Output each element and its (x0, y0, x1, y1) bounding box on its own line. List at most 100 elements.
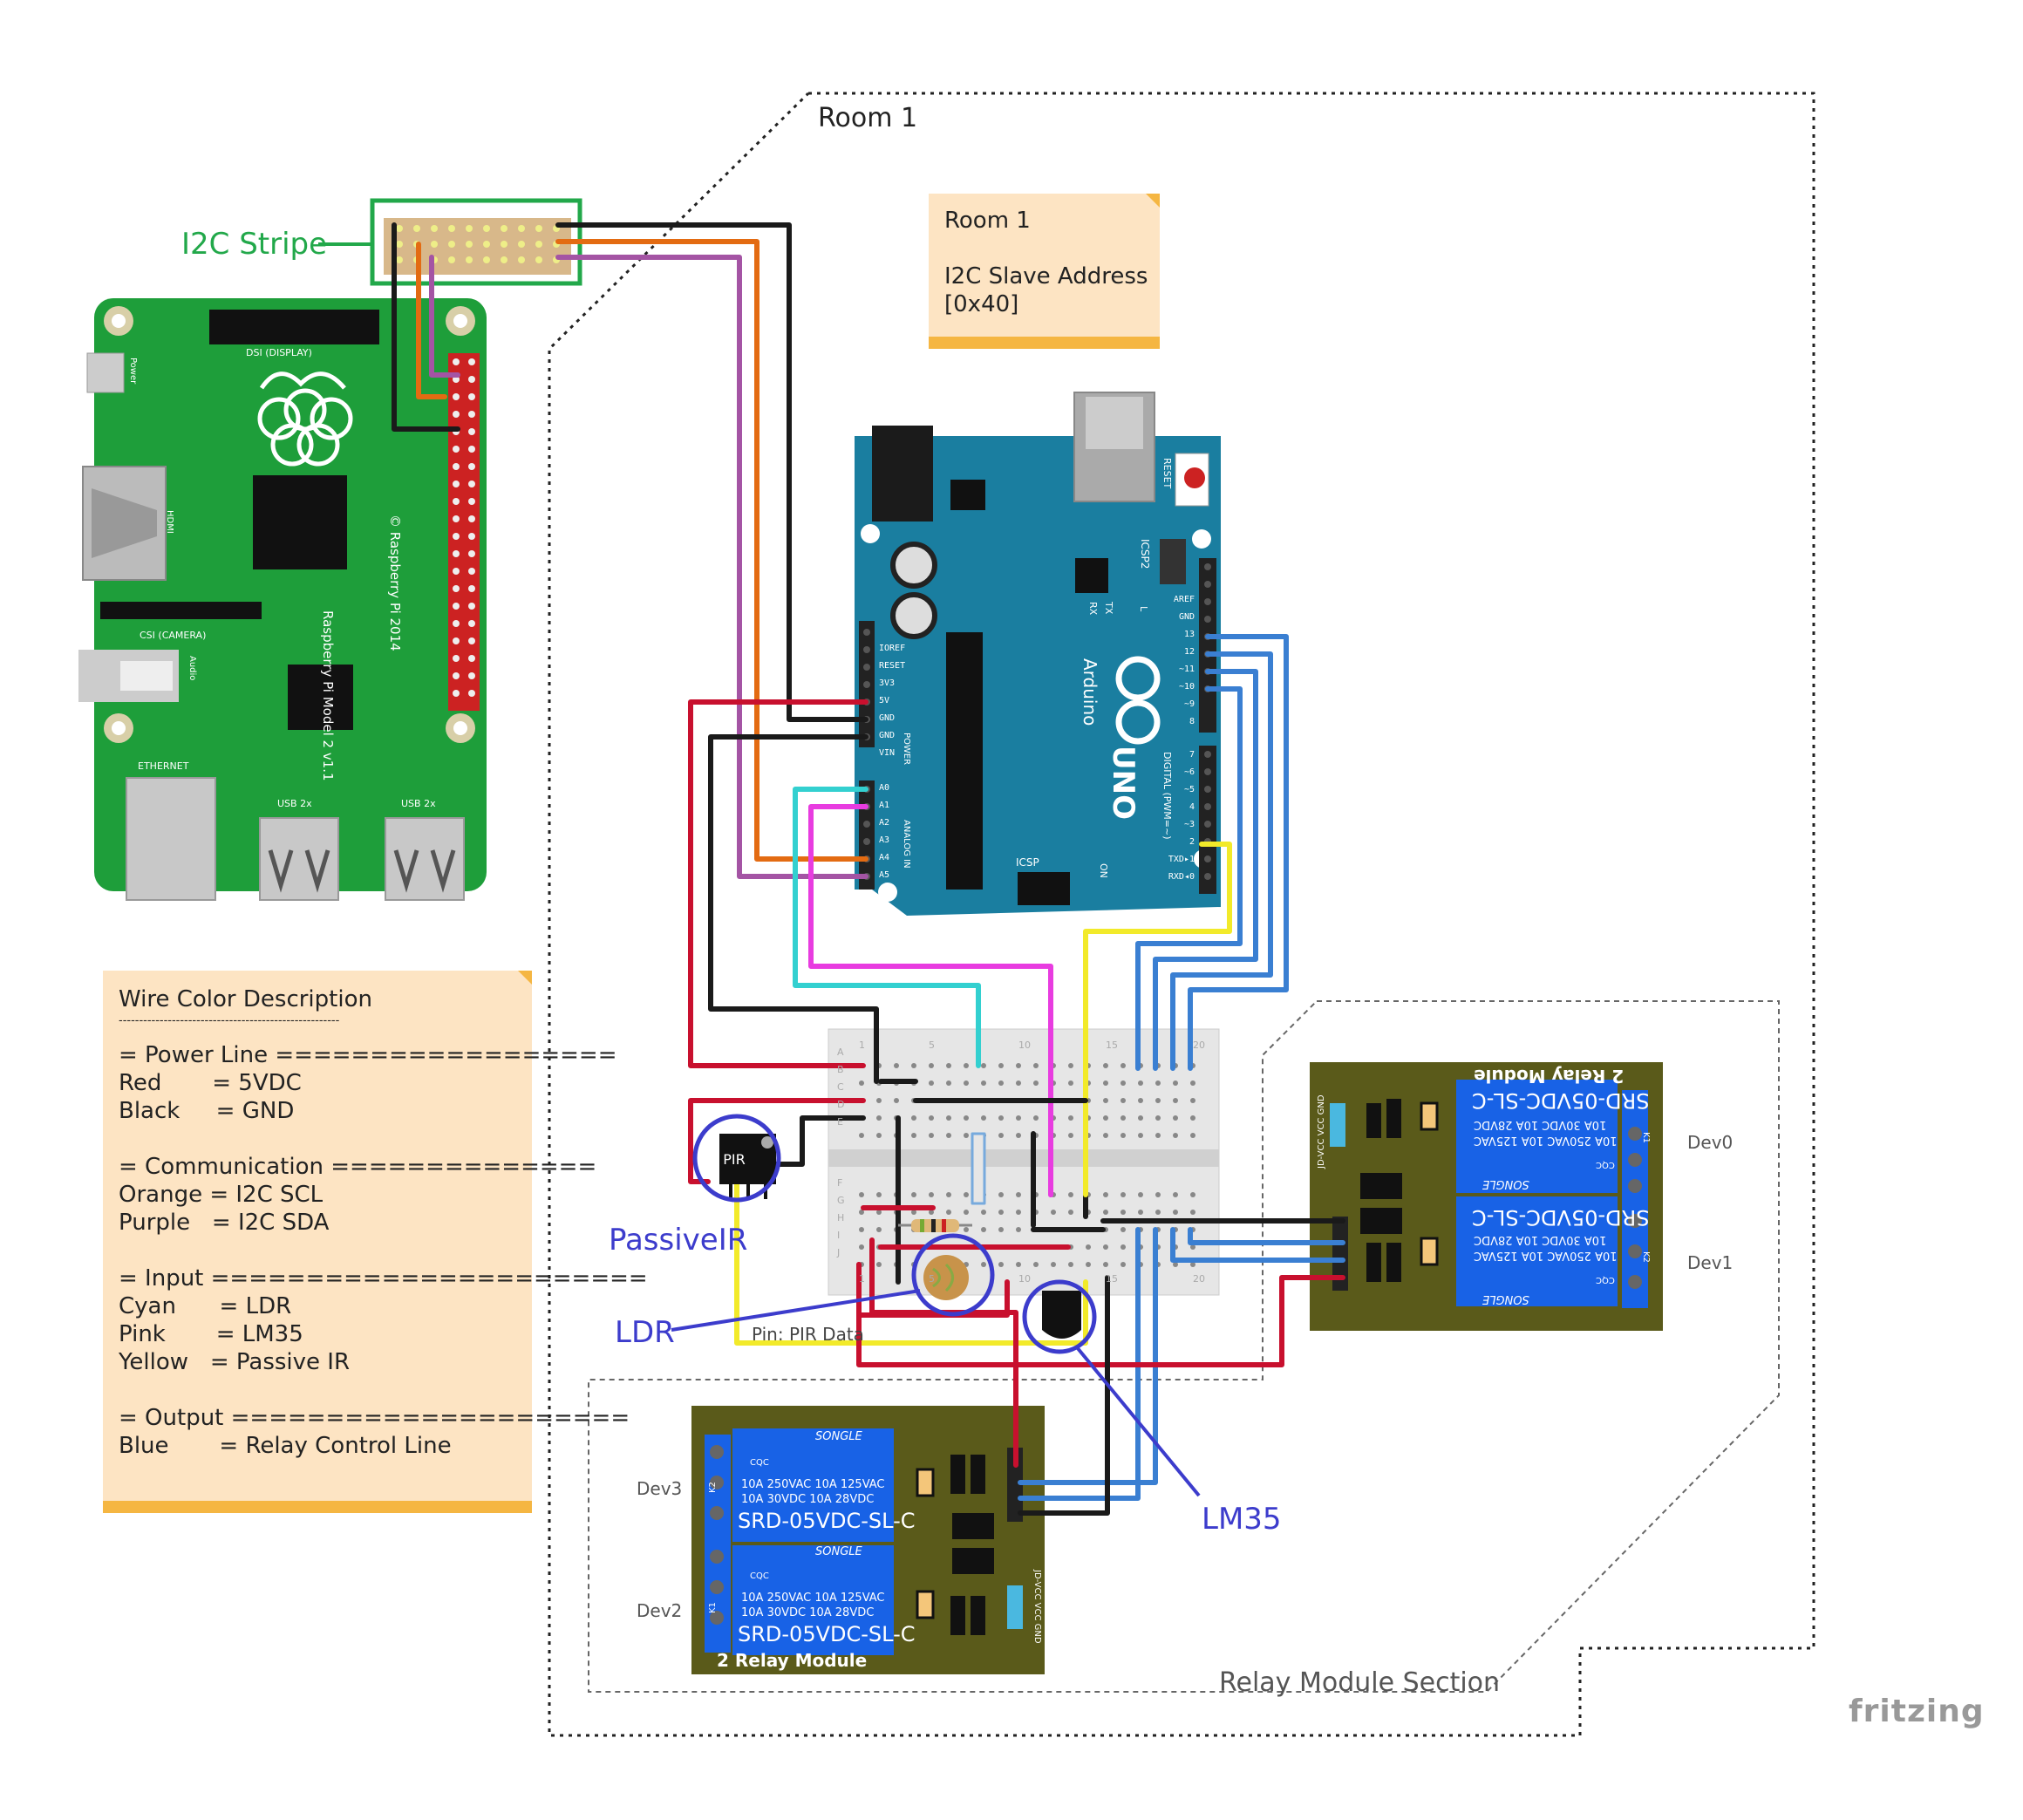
breadboard-hole (1120, 1192, 1126, 1197)
gpio-pin (468, 498, 475, 505)
ldr-label: LDR (615, 1315, 675, 1350)
pi-model-label: Raspberry Pi Model 2 v1.1 (320, 610, 336, 781)
breadboard-hole (1120, 1063, 1126, 1068)
legend-line: Black = GND (119, 1098, 295, 1124)
breadboard-hole (981, 1080, 986, 1086)
breadboard-hole (1120, 1080, 1126, 1086)
arduino-pin-label: 3V3 (879, 678, 896, 688)
legend-line: = Output ===================== (119, 1405, 630, 1431)
arduino-pin-label: RESET (879, 661, 906, 671)
relay-top-rating-2a: 10A 250VAC 10A 125VAC (1474, 1249, 1618, 1262)
wire-black-stripe-arduino (555, 222, 868, 722)
wire-color-legend: Wire Color Description------------------… (103, 971, 648, 1513)
stripe-pin (501, 256, 507, 263)
relay-top-rating-1a: 10A 250VAC 10A 125VAC (1474, 1134, 1618, 1147)
breadboard-hole (1138, 1210, 1143, 1215)
breadboard-col-label: 15 (1106, 1273, 1118, 1285)
gpio-pin (453, 498, 460, 505)
relay-top-title: 2 Relay Module (1474, 1066, 1625, 1087)
breadboard-hole (1068, 1115, 1073, 1121)
breadboard-row-label: G (837, 1195, 845, 1206)
breadboard-hole (1068, 1133, 1073, 1138)
stripe-pin (483, 225, 490, 232)
breadboard-hole (859, 1244, 864, 1250)
gpio-pin (453, 690, 460, 697)
breadboard-hole (1120, 1133, 1126, 1138)
legend-line: Blue = Relay Control Line (119, 1433, 452, 1459)
legend-line: Cyan = LDR (119, 1293, 292, 1319)
breadboard-hole (1120, 1244, 1126, 1250)
breadboard-hole (998, 1192, 1004, 1197)
breadboard-hole (964, 1210, 969, 1215)
room-outline (548, 92, 1815, 1737)
breadboard-col-label: 10 (1018, 1273, 1031, 1285)
breadboard-hole (946, 1080, 951, 1086)
breadboard-hole (998, 1227, 1004, 1232)
breadboard-col-label: 20 (1193, 1273, 1205, 1285)
arduino-pin-label: GND (879, 713, 896, 723)
breadboard-hole (1120, 1227, 1126, 1232)
breadboard-hole (1173, 1133, 1178, 1138)
breadboard-hole (859, 1227, 864, 1232)
stripe-pin (535, 225, 542, 232)
relay-module-bottom (691, 1406, 1045, 1674)
breadboard-row-label: C (837, 1081, 844, 1093)
stripe-pin (396, 241, 403, 248)
wire-blue-10 (1135, 686, 1243, 1071)
relay-top-k1: K1 (1641, 1132, 1651, 1143)
breadboard-hole (981, 1210, 986, 1215)
breadboard-hole (1016, 1063, 1021, 1068)
arduino-pin-label: A5 (879, 870, 890, 880)
breadboard-hole (894, 1063, 899, 1068)
breadboard-hole (1173, 1080, 1178, 1086)
breadboard-hole (1016, 1210, 1021, 1215)
legend-line: Orange = I2C SCL (119, 1182, 324, 1208)
breadboard-hole (1016, 1227, 1021, 1232)
arduino-header-pin (1204, 598, 1211, 605)
stripe-pin (466, 241, 473, 248)
wire-red-5v (688, 699, 868, 1068)
lm35-highlight-circle (1022, 1279, 1097, 1354)
breadboard-hole (1190, 1080, 1195, 1086)
arduino-header-pin (863, 664, 870, 671)
breadboard-hole (998, 1133, 1004, 1138)
breadboard-hole (929, 1133, 934, 1138)
breadboard-hole (946, 1192, 951, 1197)
gpio-pin (468, 585, 475, 592)
breadboard-row-label: H (837, 1212, 845, 1224)
pi-power-label: Power (128, 358, 138, 385)
arduino-header-pin (1204, 581, 1211, 588)
breadboard-col-label: 1 (859, 1273, 865, 1285)
arduino-pin-label: 12 (1183, 647, 1195, 657)
breadboard-hole (911, 1192, 916, 1197)
room-note: Room 1 I2C Slave Address [0x40] (929, 194, 1160, 349)
relay-top-model-2: SRD-05VDC-SL-C (1472, 1205, 1650, 1230)
breadboard-hole (1155, 1192, 1161, 1197)
gpio-pin (453, 655, 460, 662)
breadboard-hole (1103, 1262, 1108, 1267)
breadboard-hole (1190, 1098, 1195, 1103)
gpio-pin (453, 550, 460, 557)
arduino-brand: Arduino (1080, 658, 1100, 726)
gpio-pin (453, 463, 460, 470)
stripe-pin (535, 256, 542, 263)
relay-bottom-rating-2a: 10A 250VAC 10A 125VAC (741, 1592, 885, 1605)
arduino-pin-label: A2 (879, 818, 890, 828)
lm35-sensor (1022, 1279, 1097, 1354)
stripe-pin (483, 256, 490, 263)
arduino-pin-label: ~9 (1183, 699, 1195, 709)
gpio-pin (453, 411, 460, 418)
stripe-pin (413, 225, 420, 232)
gpio-pin (453, 481, 460, 487)
pi-ethernet-label: ETHERNET (138, 760, 189, 772)
stripe-pin (448, 256, 455, 263)
arduino-digital-label: DIGITAL (PWM=~) (1161, 752, 1173, 840)
breadboard-hole (1051, 1262, 1056, 1267)
stripe-pin (448, 241, 455, 248)
breadboard-hole (1033, 1115, 1039, 1121)
arduino-pin-label: 4 (1189, 802, 1195, 812)
gpio-pin (468, 620, 475, 627)
arduino-pin-label: GND (1178, 612, 1195, 622)
breadboard-hole (1086, 1244, 1091, 1250)
